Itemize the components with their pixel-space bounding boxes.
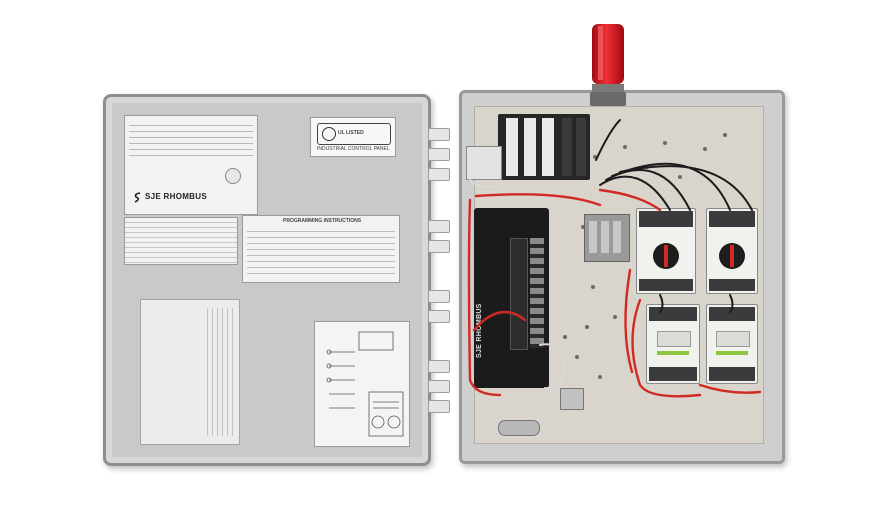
ground-lug bbox=[560, 388, 584, 410]
hinge bbox=[428, 380, 450, 393]
terminal-strip bbox=[584, 214, 630, 262]
ul-mark-icon bbox=[322, 127, 336, 141]
ground-bar bbox=[466, 146, 502, 180]
hinge bbox=[428, 240, 450, 253]
fuse-holder bbox=[506, 118, 518, 176]
hinge bbox=[428, 148, 450, 161]
contactor-stripe bbox=[716, 351, 748, 355]
instructions-table bbox=[247, 226, 395, 278]
nameplate-brand: SJE RHOMBUS bbox=[145, 192, 207, 201]
fuse-holder bbox=[524, 118, 536, 176]
ul-frame: UL LISTED bbox=[317, 123, 391, 145]
knob-indicator bbox=[730, 245, 734, 267]
hinge bbox=[428, 360, 450, 373]
contactor-1 bbox=[646, 304, 700, 384]
fuse-holder bbox=[542, 118, 554, 176]
protector-terminals bbox=[639, 211, 693, 227]
terminal bbox=[562, 118, 572, 176]
pouch-print bbox=[203, 308, 233, 436]
contactor-terminals bbox=[709, 307, 755, 321]
hinge bbox=[428, 290, 450, 303]
ul-listing-text: UL LISTED bbox=[338, 130, 364, 136]
brand-logo-icon bbox=[133, 190, 142, 203]
terminal bbox=[613, 221, 621, 253]
alarm-beacon-icon bbox=[586, 18, 630, 94]
hinge bbox=[428, 128, 450, 141]
hinge bbox=[428, 168, 450, 181]
contactor-window bbox=[657, 331, 691, 347]
conduit-fitting bbox=[498, 420, 540, 436]
protector-base bbox=[639, 279, 693, 291]
motor-protector-2 bbox=[706, 208, 758, 294]
warning-label bbox=[124, 217, 238, 265]
fuse-block-row bbox=[498, 114, 590, 180]
nameplate-seal bbox=[225, 168, 241, 184]
ul-listing-label: UL LISTED INDUSTRIAL CONTROL PANEL bbox=[310, 117, 396, 157]
nameplate-label: SJE RHOMBUS bbox=[124, 115, 258, 215]
board-terminal-strip bbox=[510, 238, 528, 350]
control-board: SJE RHOMBUS bbox=[474, 208, 549, 388]
contactor-window bbox=[716, 331, 750, 347]
terminal bbox=[576, 118, 586, 176]
enclosure-door: SJE RHOMBUS UL LISTED INDUSTRIAL CONTROL… bbox=[103, 94, 431, 466]
wiring-diagram-drawing bbox=[326, 331, 404, 437]
nameplate-ratings-grid bbox=[129, 120, 253, 160]
contactor-2 bbox=[706, 304, 758, 384]
contactor-terminals bbox=[709, 367, 755, 381]
motor-protector-1 bbox=[636, 208, 696, 294]
protector-base bbox=[709, 279, 755, 291]
document-pouch bbox=[140, 299, 240, 445]
wiring-diagram-label bbox=[314, 321, 410, 447]
instructions-title: PROGRAMMING INSTRUCTIONS bbox=[283, 218, 362, 224]
board-screws bbox=[530, 238, 544, 348]
programming-instructions-label: PROGRAMMING INSTRUCTIONS bbox=[242, 215, 400, 283]
hinge bbox=[428, 220, 450, 233]
protector-terminals bbox=[709, 211, 755, 227]
contactor-stripe bbox=[657, 351, 689, 355]
terminal bbox=[589, 221, 597, 253]
contactor-terminals bbox=[649, 367, 697, 381]
terminal bbox=[601, 221, 609, 253]
knob-indicator bbox=[664, 245, 668, 267]
hinge bbox=[428, 310, 450, 323]
ul-listing-caption: INDUSTRIAL CONTROL PANEL bbox=[317, 146, 390, 152]
hinge bbox=[428, 400, 450, 413]
beacon-mount bbox=[590, 92, 626, 106]
